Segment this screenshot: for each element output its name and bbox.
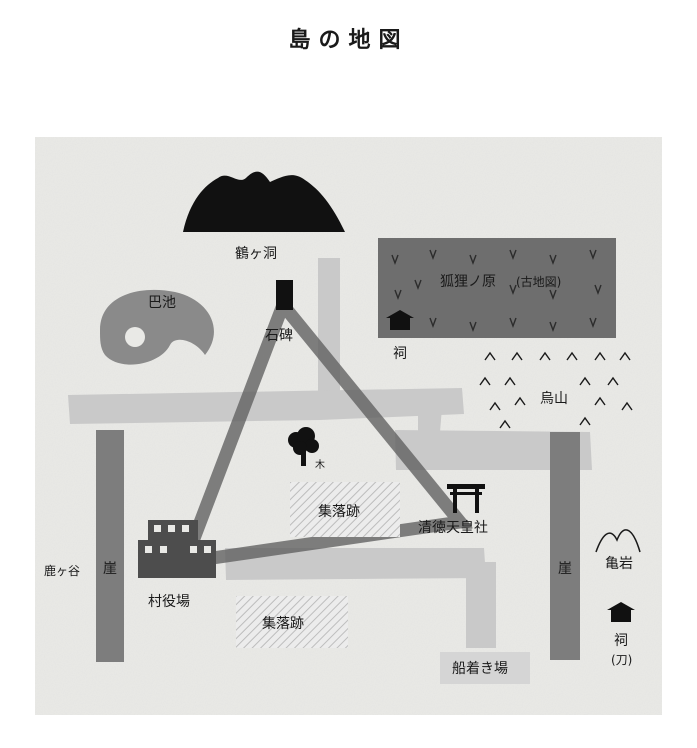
pond-tomoe xyxy=(100,289,214,365)
mountain-chevrons xyxy=(479,351,633,429)
label-cliff-right: 崖 xyxy=(558,561,572,577)
label-ruins-upper: 集落跡 xyxy=(318,503,360,520)
label-shrine-north: 祠 xyxy=(393,346,407,362)
ruins-area-upper xyxy=(290,482,400,537)
cave-mountain xyxy=(183,171,345,232)
village-office-building xyxy=(138,520,216,578)
shrine-north-icon xyxy=(386,310,414,330)
label-crow-mountain: 烏山 xyxy=(540,390,568,407)
label-shrine-south-note: (刀) xyxy=(611,653,632,667)
label-shrine-south: 祠 xyxy=(614,633,628,649)
stele-marker xyxy=(276,280,293,310)
triangle-route xyxy=(174,292,473,571)
ruins-area-lower xyxy=(236,596,348,648)
field-korinohara xyxy=(378,238,616,338)
grass-tufts xyxy=(391,249,602,332)
label-valley: 鹿ヶ谷 xyxy=(44,563,80,578)
label-field: 狐狸ノ原 xyxy=(440,274,496,290)
label-turtle-rock: 亀岩 xyxy=(605,556,633,572)
label-field-note: (古地図) xyxy=(516,274,561,289)
label-village-office: 村役場 xyxy=(148,594,190,610)
label-cliff-left: 崖 xyxy=(103,561,117,577)
turtle-rock-icon xyxy=(595,529,641,553)
map-title: 島の地図 xyxy=(288,28,409,53)
label-cave: 鶴ヶ洞 xyxy=(235,245,277,262)
label-shrine-main: 清徳天皇社 xyxy=(418,520,488,536)
roads xyxy=(68,258,592,648)
label-ruins-lower: 集落跡 xyxy=(262,615,304,632)
cliff-right xyxy=(550,432,580,660)
tree-icon xyxy=(288,427,319,466)
label-boat-landing: 船着き場 xyxy=(452,661,508,677)
torii-icon xyxy=(447,484,485,513)
boat-landing-area xyxy=(440,652,530,684)
cliff-left xyxy=(96,430,124,662)
shrine-south-icon xyxy=(607,602,635,622)
label-tree: 木 xyxy=(315,459,325,471)
label-pond: 巴池 xyxy=(148,295,176,311)
label-stele: 石碑 xyxy=(265,328,293,344)
